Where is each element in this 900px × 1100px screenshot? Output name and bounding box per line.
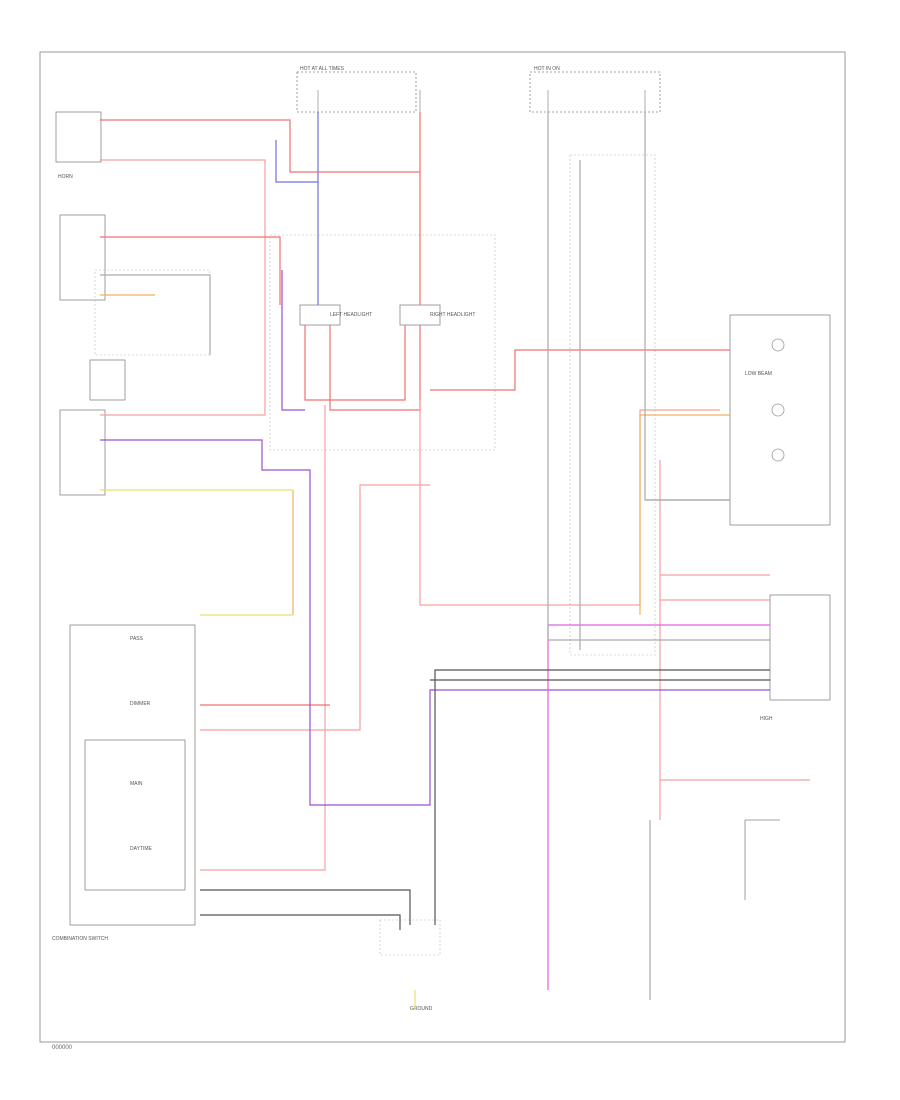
wire-red-6	[419, 400, 720, 606]
wire-orange	[100, 294, 730, 615]
headlight-relay-1	[59, 214, 106, 301]
bottom-connector-center: GROUND	[379, 919, 441, 1012]
wire-yellow	[100, 489, 416, 1010]
wire-gray-2	[645, 499, 730, 1000]
wire-red-1	[100, 112, 421, 305]
bottom-right-switch	[744, 819, 780, 900]
wire-red-4	[304, 325, 406, 401]
right-headlight: RIGHT HEADLIGHT	[399, 304, 475, 326]
wire-red-5	[329, 325, 421, 411]
left-headlight-label: LEFT HEADLIGHT	[330, 312, 372, 318]
horn-relay-label: HORN	[58, 174, 73, 180]
left-headlight: LEFT HEADLIGHT	[299, 304, 372, 326]
wire-red-7	[430, 349, 730, 391]
diagram-frame	[39, 51, 846, 1043]
fuse-label-right: HOT IN ON	[534, 66, 560, 72]
daytime-label: DAYTIME	[130, 846, 153, 852]
wire-gray	[100, 112, 770, 650]
combination-switch: PASS DIMMER MAIN DAYTIME COMBINATION SWI…	[52, 624, 196, 942]
dimmer-relay	[89, 359, 126, 401]
wire-red-3	[100, 236, 281, 305]
wire-blue	[275, 112, 319, 305]
low-beam-relay: LOW BEAM	[729, 314, 831, 526]
fuse-box-left: HOT AT ALL TIMES	[296, 66, 421, 113]
control-unit: HIGH	[760, 594, 831, 722]
high-label: HIGH	[760, 716, 773, 722]
ground-label: GROUND	[410, 1006, 433, 1012]
horn-relay: HORN	[55, 111, 102, 180]
fuse-label-left: HOT AT ALL TIMES	[300, 66, 345, 72]
headlight-relay-2	[59, 409, 106, 496]
fuse-box-right: HOT IN ON	[529, 66, 661, 113]
low-beam-label: LOW BEAM	[745, 371, 772, 377]
combination-switch-label: COMBINATION SWITCH	[52, 936, 108, 942]
main-label: MAIN	[130, 781, 143, 787]
page-code: 000000	[52, 1045, 73, 1051]
right-headlight-label: RIGHT HEADLIGHT	[430, 312, 475, 318]
dashed-module-3	[94, 269, 211, 356]
wire-red-10	[200, 484, 430, 731]
dashed-module-1	[569, 154, 656, 656]
wire-purple	[100, 270, 770, 806]
wire-red-8	[200, 405, 326, 871]
dimmer-label: DIMMER	[130, 701, 151, 707]
pass-label: PASS	[130, 636, 144, 642]
wire-black	[200, 669, 770, 930]
wire-red-2	[100, 159, 266, 416]
dashed-module-2	[269, 234, 496, 451]
